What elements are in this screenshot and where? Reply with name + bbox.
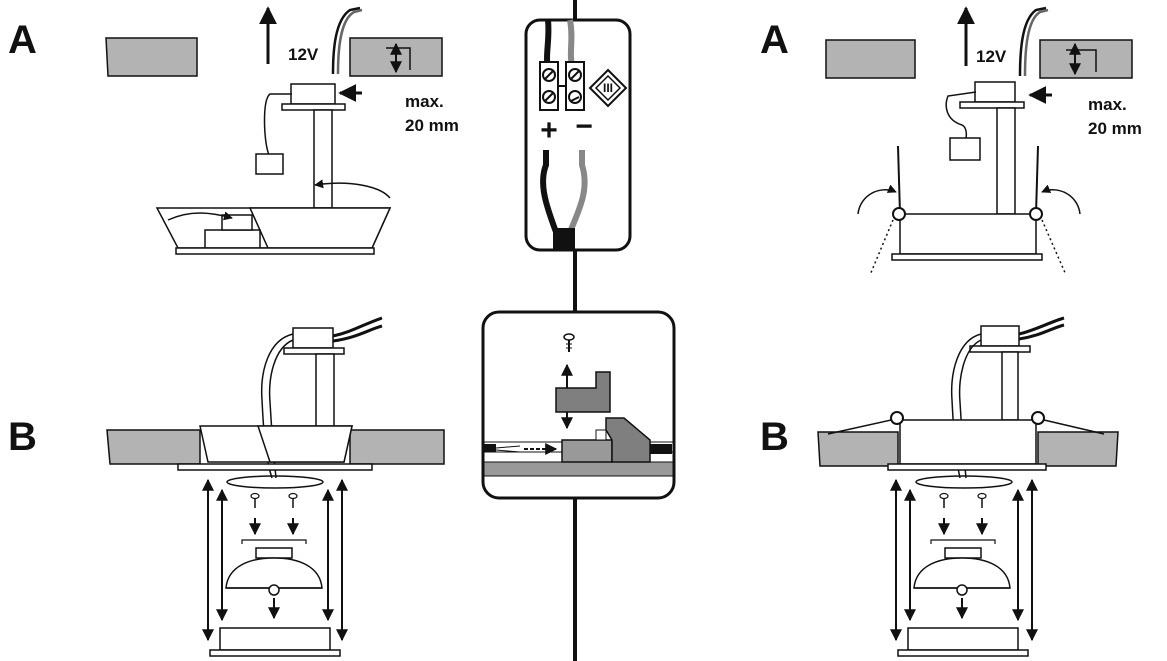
max-label-line1-left: max.: [405, 92, 444, 111]
clip-detail-panel: [481, 310, 676, 500]
screw-icon: [542, 68, 582, 104]
screw-icon: [939, 492, 987, 508]
minus-sign: −: [575, 110, 593, 143]
diagram-b-left: B: [8, 316, 445, 657]
diagram-a-left: A 12V max. 20 mm: [8, 6, 459, 255]
plus-sign: +: [540, 114, 558, 147]
step-label-b-left: B: [8, 415, 37, 459]
diagram-b-right: B: [760, 316, 1119, 657]
max-label-line2-left: 20 mm: [405, 116, 459, 135]
step-label-a-left: A: [8, 18, 37, 62]
clip-part: [555, 371, 611, 413]
screw-icon: [250, 492, 298, 508]
step-label-b-right: B: [760, 415, 789, 459]
class-iii-symbol: [588, 68, 628, 108]
terminal-block-panel: III + −: [524, 18, 632, 252]
class-symbol-label: III: [603, 81, 613, 95]
screw-icon: [563, 333, 575, 352]
voltage-label-right: 12V: [976, 47, 1007, 66]
max-label-line2-right: 20 mm: [1088, 119, 1142, 138]
max-label-line1-right: max.: [1088, 95, 1127, 114]
voltage-label-left: 12V: [288, 45, 319, 64]
diagram-a-right: A 12V max. 20 mm: [760, 6, 1142, 276]
step-label-a-right: A: [760, 18, 789, 62]
